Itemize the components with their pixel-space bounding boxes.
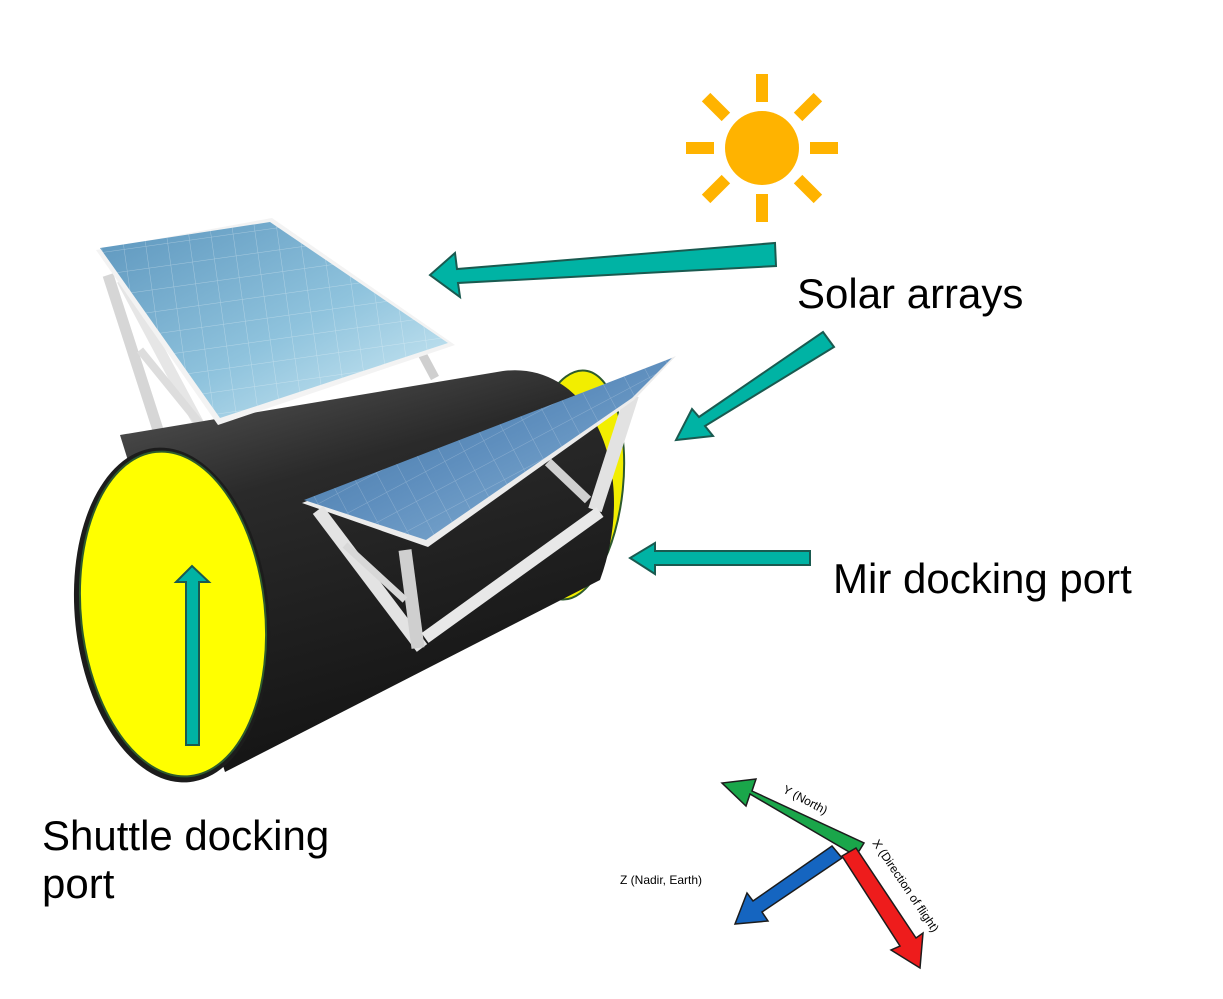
axis-z-label: Z (Nadir, Earth) [620, 873, 702, 887]
shuttle-docking-port-face [78, 450, 268, 778]
axis-z-arrow [733, 844, 844, 925]
mir-docking-port-label: Mir docking port [833, 555, 1132, 602]
solar-arrays-arrow-2 [674, 330, 836, 442]
solar-arrays-arrow-1 [428, 241, 778, 300]
mir-docking-port-arrow [628, 541, 811, 576]
shuttle-docking-port-label: Shuttle docking port [42, 812, 330, 908]
front-solar-array [302, 356, 676, 652]
sun-icon [686, 74, 838, 222]
coordinate-axes [720, 778, 924, 970]
axis-x-arrow [840, 847, 924, 970]
solar-arrays-label: Solar arrays [797, 270, 1024, 317]
rear-solar-array-panel [96, 218, 455, 425]
shuttle-docking-port-arrow [173, 564, 212, 746]
axis-y-arrow [720, 778, 866, 858]
